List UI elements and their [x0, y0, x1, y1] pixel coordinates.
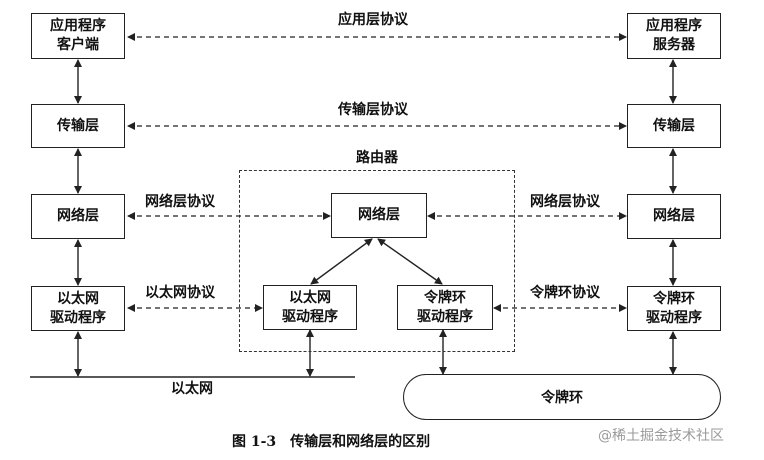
network-protocol-right-label: 网络层协议: [528, 194, 602, 210]
transport-left-box: 传输层: [31, 104, 125, 148]
token-protocol-label: 令牌环协议: [528, 285, 602, 301]
network-right-label: 网络层: [653, 208, 695, 224]
router-ether-driver-line2: 驱动程序: [282, 308, 338, 325]
router-token-driver-line2: 驱动程序: [417, 308, 473, 325]
figure-title: 传输层和网络层的区别: [290, 434, 431, 450]
app-server-line1: 应用程序: [646, 18, 702, 34]
token-driver-right-line1: 令牌环: [653, 290, 695, 307]
ether-driver-left-line1: 以太网: [57, 290, 99, 307]
token-ring-label: 令牌环: [541, 390, 583, 406]
ethernet-label: 以太网: [169, 381, 215, 397]
ether-driver-left-box: 以太网 驱动程序: [31, 286, 125, 331]
figure-caption: 图 1-3 传输层和网络层的区别: [232, 431, 444, 451]
network-right-box: 网络层: [627, 194, 721, 239]
ether-driver-left-line2: 驱动程序: [50, 309, 106, 326]
figure-number: 图 1-3: [232, 434, 277, 450]
network-protocol-left-label: 网络层协议: [143, 194, 217, 210]
app-server-line2: 服务器: [653, 37, 695, 53]
router-token-driver-box: 令牌环 驱动程序: [397, 285, 493, 330]
app-server-box: 应用程序 服务器: [627, 13, 721, 59]
transport-right-box: 传输层: [627, 104, 721, 148]
router-ether-driver-box: 以太网 驱动程序: [263, 285, 357, 330]
router-network-label: 网络层: [358, 207, 400, 223]
transport-left-label: 传输层: [57, 117, 99, 134]
router-boundary: [239, 170, 515, 352]
watermark: @稀土掘金技术社区: [598, 428, 724, 444]
router-label: 路由器: [354, 150, 400, 166]
router-ether-driver-line1: 以太网: [289, 289, 331, 306]
token-driver-right-line2: 驱动程序: [646, 309, 702, 326]
router-network-box: 网络层: [331, 193, 427, 238]
network-left-box: 网络层: [31, 194, 125, 239]
app-client-line1: 应用程序: [50, 18, 106, 34]
transport-protocol-label: 传输层协议: [336, 102, 410, 118]
network-left-label: 网络层: [57, 208, 99, 224]
ether-protocol-label: 以太网协议: [143, 285, 217, 301]
token-ring-network: 令牌环: [403, 374, 721, 420]
app-protocol-label: 应用层协议: [336, 12, 410, 28]
app-client-box: 应用程序 客户端: [31, 13, 125, 59]
transport-right-label: 传输层: [653, 117, 695, 134]
app-client-line2: 客户端: [57, 37, 99, 53]
token-driver-right-box: 令牌环 驱动程序: [627, 286, 721, 331]
router-token-driver-line1: 令牌环: [424, 289, 466, 306]
